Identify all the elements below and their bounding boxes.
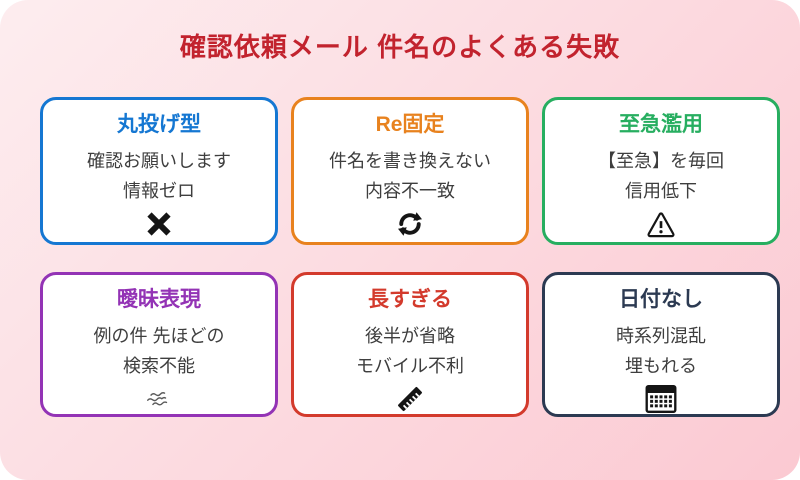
- card-line-1: 確認お願いします: [87, 151, 231, 171]
- card-line-1: 時系列混乱: [616, 326, 706, 346]
- card-nagasugiru: 長すぎる 後半が省略 モバイル不利: [291, 272, 529, 417]
- card-line-2: 埋もれる: [625, 356, 697, 376]
- warning-triangle-icon: [545, 208, 777, 240]
- card-title: 長すぎる: [368, 288, 452, 311]
- card-title: 至急濫用: [619, 113, 703, 136]
- card-title: 日付なし: [619, 288, 703, 311]
- page-title: 確認依頼メール 件名のよくある失敗: [179, 32, 621, 62]
- calendar-icon: [545, 383, 777, 415]
- card-line-2: 信用低下: [625, 181, 697, 201]
- card-title: 丸投げ型: [117, 113, 201, 136]
- ruler-icon: [294, 383, 526, 415]
- cycle-arrows-icon: [294, 208, 526, 240]
- card-line-2: 内容不一致: [365, 181, 455, 201]
- card-line-1: 後半が省略: [365, 326, 455, 346]
- cards-grid: 丸投げ型 確認お願いします 情報ゼロ Re固定 件名を書き換えない 内容不一致: [40, 97, 780, 417]
- card-title: 曖昧表現: [117, 288, 201, 311]
- card-line-1: 【至急】を毎回: [598, 151, 724, 171]
- card-line-2: 検索不能: [123, 356, 195, 376]
- fog-icon: [42, 371, 276, 427]
- card-re-kotei: Re固定 件名を書き換えない 内容不一致: [291, 97, 529, 245]
- card-line-1: 例の件 先ほどの: [93, 326, 225, 346]
- x-icon: [43, 208, 275, 240]
- card-title: Re固定: [375, 113, 445, 136]
- card-shikyuu-ranyou: 至急濫用 【至急】を毎回 信用低下: [542, 97, 780, 245]
- card-line-1: 件名を書き換えない: [329, 151, 491, 171]
- card-marunage: 丸投げ型 確認お願いします 情報ゼロ: [40, 97, 278, 245]
- card-hizuke-nashi: 日付なし 時系列混乱 埋もれる: [542, 272, 780, 417]
- card-aimai-hyougen: 曖昧表現 例の件 先ほどの 検索不能: [40, 272, 278, 417]
- card-line-2: モバイル不利: [356, 356, 464, 376]
- card-line-2: 情報ゼロ: [123, 181, 195, 201]
